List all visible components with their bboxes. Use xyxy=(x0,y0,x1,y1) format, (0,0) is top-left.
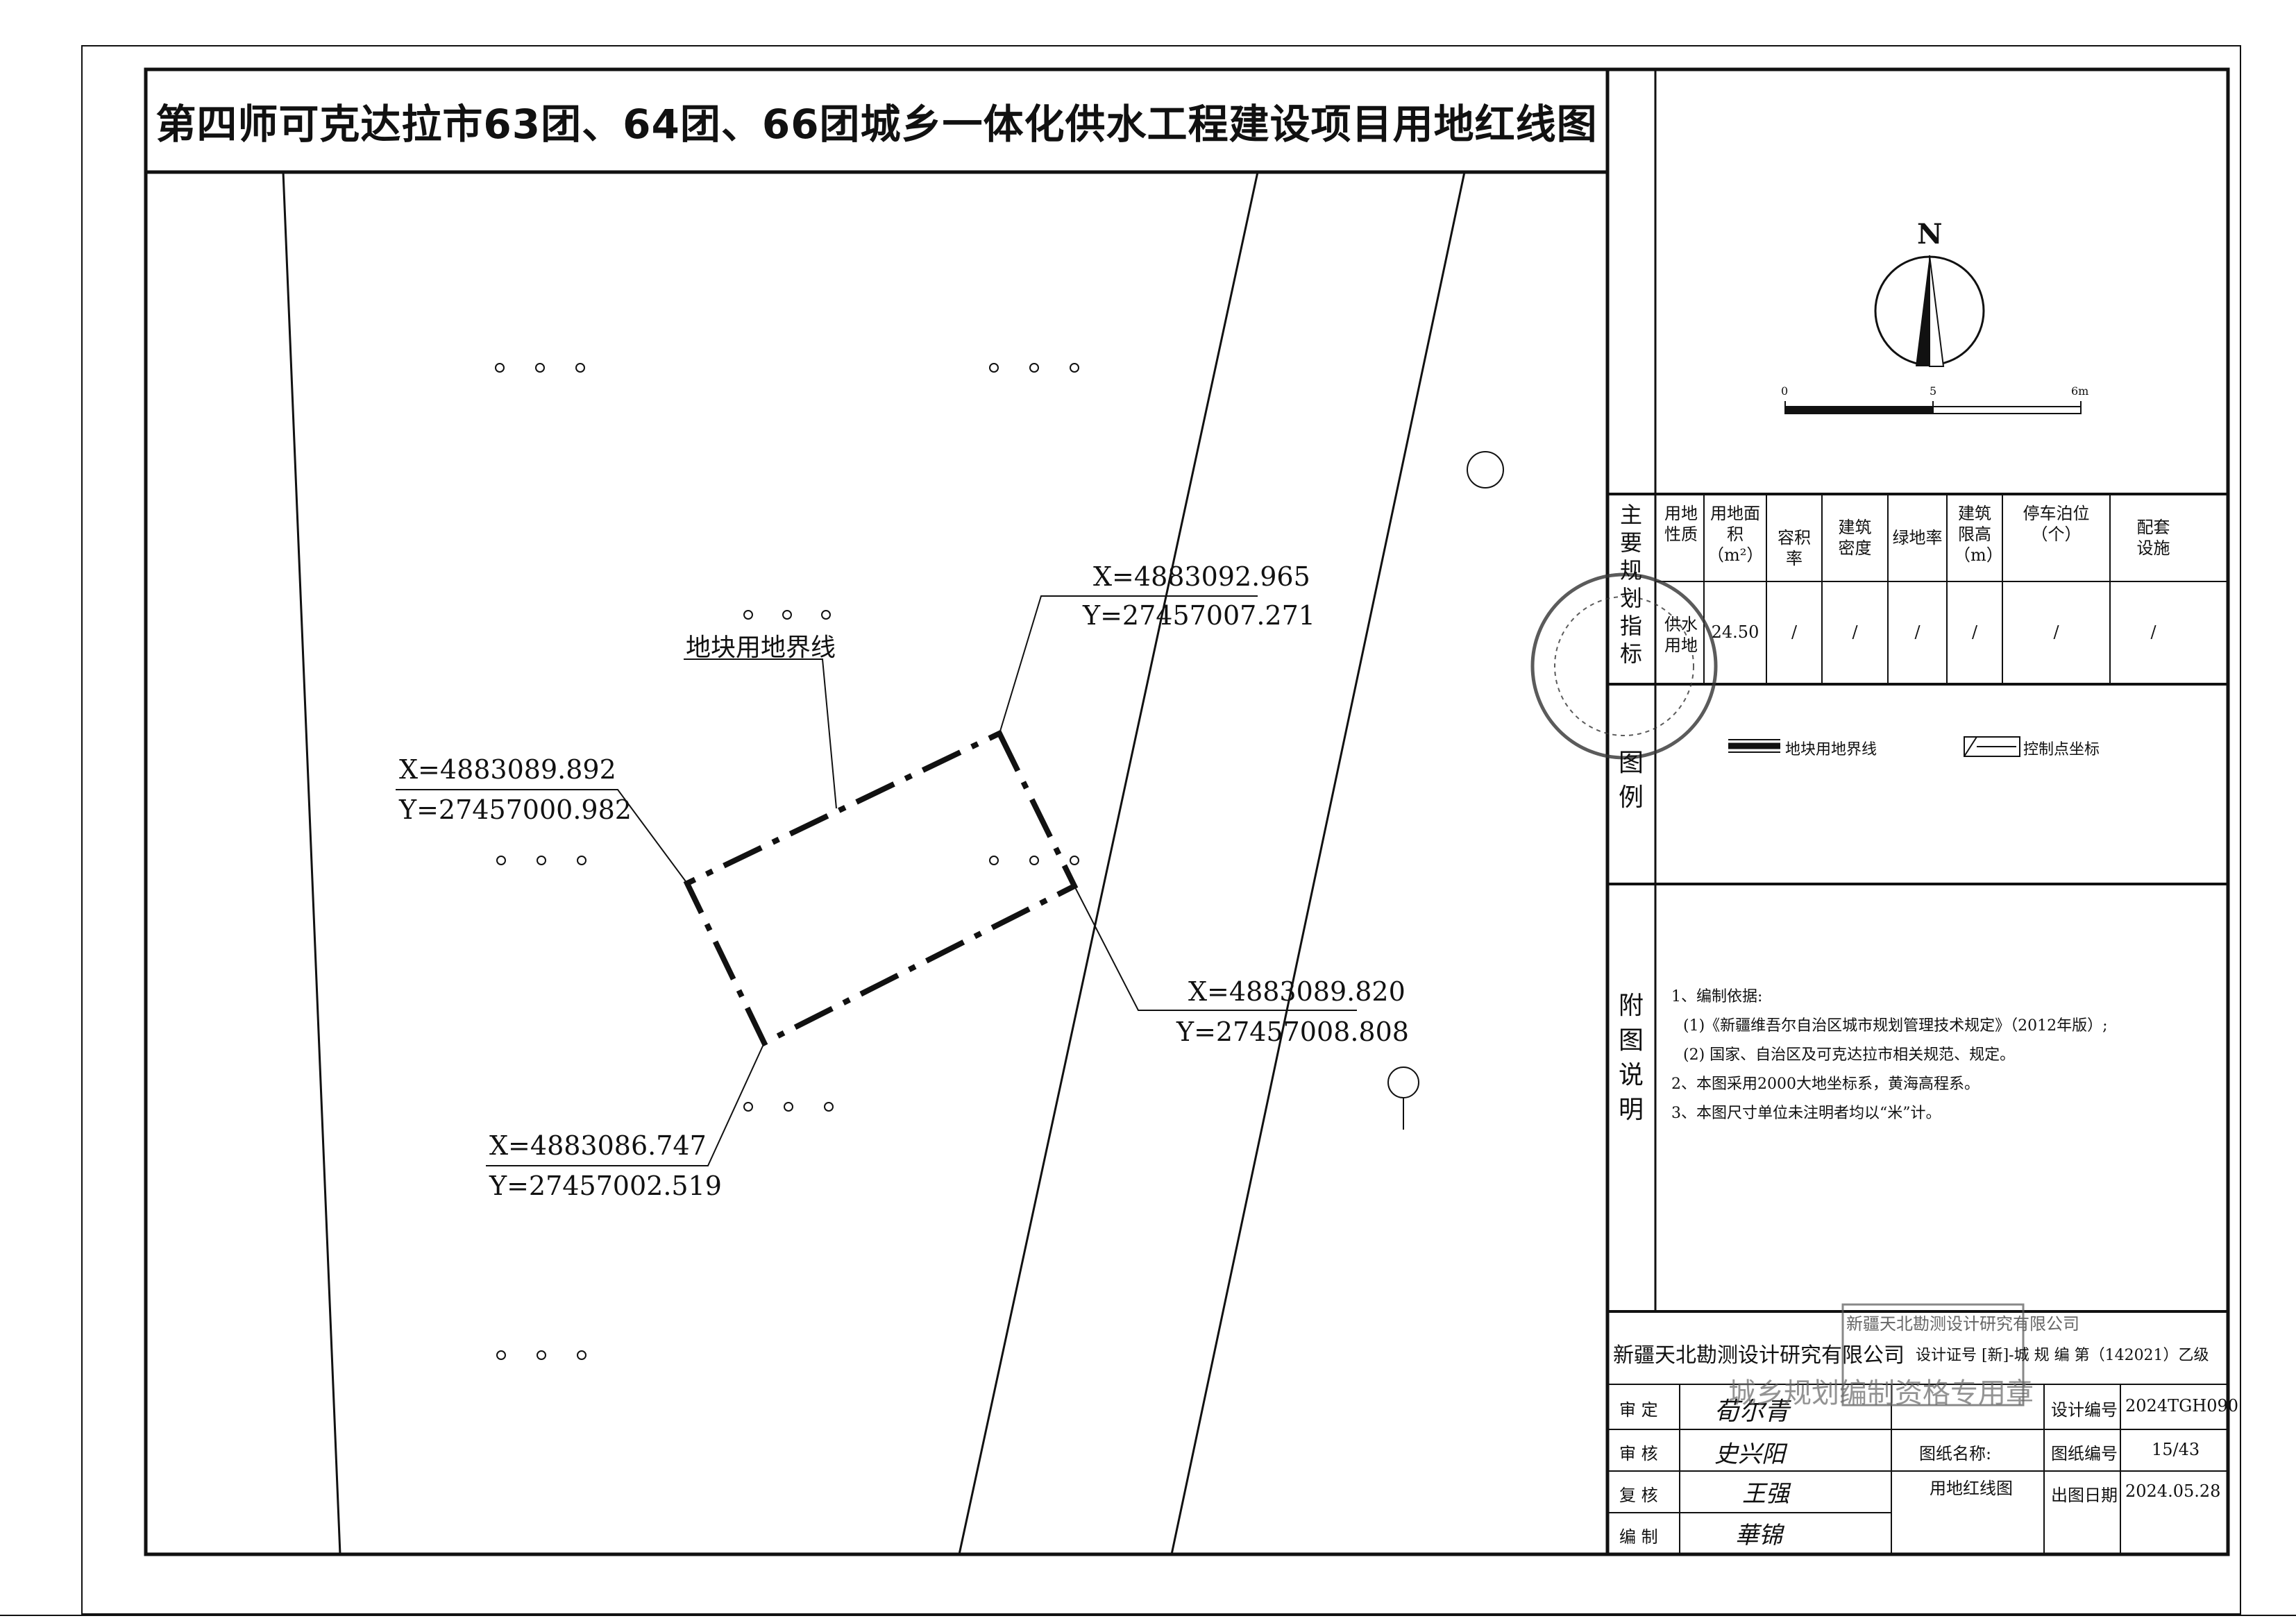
hdr-facilities: 配套设施 xyxy=(2136,518,2170,558)
val-land-use: 供水用地 xyxy=(1664,615,1698,655)
rect-stamp xyxy=(1841,1303,2025,1407)
sheet-no-label: 图纸编号 xyxy=(2051,1444,2118,1463)
plan-stamp-text: 城乡规划编制资格专用章 xyxy=(1728,1377,2034,1409)
note-line-1: 1、编制依据: xyxy=(1671,988,1763,1005)
design-no: 2024TGH090 xyxy=(2125,1396,2238,1416)
coord-se-y: Y=27457008.808 xyxy=(1176,1017,1409,1047)
date-label: 出图日期 xyxy=(2051,1486,2118,1505)
indicators-side-label: 主要规划指标 xyxy=(1619,502,1642,667)
hdr-height-limit: 建筑限高（m） xyxy=(1954,504,2003,565)
outer-frame xyxy=(81,45,2241,1615)
val-building-density: / xyxy=(1852,622,1858,642)
val-green-ratio: / xyxy=(1914,622,1921,642)
val-far: / xyxy=(1791,622,1798,642)
coord-se-x: X=4883089.820 xyxy=(1188,976,1406,1007)
row-approve: 审 定 xyxy=(1619,1400,1658,1420)
grass-symbols xyxy=(495,363,1079,1360)
legend-control-point-symbol xyxy=(1964,736,2020,757)
road-edge-right xyxy=(1170,171,1466,1555)
design-cert: 设计证号 [新]-城 规 编 第（142021）乙级 xyxy=(1916,1347,2209,1364)
legend-side-label: 图例 xyxy=(1619,749,1644,812)
signature-approve: 荀尔青 xyxy=(1714,1397,1790,1426)
north-arrow xyxy=(1874,255,1985,367)
hdr-parking: 停车泊位（个） xyxy=(2023,504,2090,544)
val-facilities: / xyxy=(2150,622,2156,642)
scale-label-5: 5 xyxy=(1930,384,1937,398)
survey-marker-2 xyxy=(1387,1067,1419,1098)
val-land-area: 24.50 xyxy=(1711,622,1759,642)
hdr-land-area: 用地面积（m²） xyxy=(1707,504,1764,565)
signature-check: 王强 xyxy=(1742,1480,1789,1508)
scale-label-6m: 6m xyxy=(2071,384,2089,398)
drawing-name: 用地红线图 xyxy=(1930,1479,2013,1498)
hdr-green-ratio: 绿地率 xyxy=(1892,528,1943,547)
drawing-name-label: 图纸名称: xyxy=(1919,1444,1992,1463)
signature-review: 史兴阳 xyxy=(1714,1441,1785,1468)
note-line-5: 3、本图尺寸单位未注明者均以“米”计。 xyxy=(1671,1105,1941,1122)
note-line-3: (2) 国家、自治区及可克达拉市相关规范、规定。 xyxy=(1683,1046,2016,1064)
leader-boundary-label xyxy=(684,658,837,809)
survey-marker-1 xyxy=(1467,451,1504,488)
coord-nw-y: Y=27457000.982 xyxy=(399,794,632,825)
boundary-label: 地块用地界线 xyxy=(686,634,836,662)
round-seal xyxy=(1530,572,1718,760)
sheet-no: 15/43 xyxy=(2152,1440,2200,1459)
main-frame xyxy=(144,67,2230,1556)
hdr-land-use: 用地性质 xyxy=(1664,504,1698,544)
road-edge-middle xyxy=(958,171,1259,1555)
legend-boundary-symbol xyxy=(1728,739,1780,753)
hdr-building-density: 建筑密度 xyxy=(1838,518,1872,558)
road-edge-left xyxy=(282,171,341,1555)
scale-bar xyxy=(1784,401,2082,414)
coord-sw-x: X=4883086.747 xyxy=(489,1130,707,1161)
val-parking: / xyxy=(2053,622,2059,642)
north-letter: N xyxy=(1917,218,1943,250)
legend-item-boundary: 地块用地界线 xyxy=(1785,741,1877,758)
company-stamp-text: 新疆天北勘测设计研究有限公司 xyxy=(1846,1314,2079,1334)
company-name: 新疆天北勘测设计研究有限公司 xyxy=(1613,1343,1905,1368)
val-height-limit: / xyxy=(1971,622,1978,642)
legend-item-control-point: 控制点坐标 xyxy=(2023,741,2100,758)
coord-nw-x: X=4883089.892 xyxy=(399,754,616,785)
coord-sw-y: Y=27457002.519 xyxy=(489,1171,722,1201)
hdr-far: 容积率 xyxy=(1778,528,1811,568)
row-prepare: 编 制 xyxy=(1619,1527,1658,1547)
note-line-4: 2、本图采用2000大地坐标系，黄海高程系。 xyxy=(1671,1076,1980,1093)
notes-side-label: 附图说明 xyxy=(1619,992,1644,1124)
page-title: 第四师可克达拉市63团、64团、66团城乡一体化供水工程建设项目用地红线图 xyxy=(155,101,1598,148)
issue-date: 2024.05.28 xyxy=(2125,1481,2221,1501)
signature-prepare: 華锦 xyxy=(1735,1522,1782,1549)
scale-label-0: 0 xyxy=(1781,384,1789,398)
row-review: 审 核 xyxy=(1619,1444,1658,1463)
row-check: 复 核 xyxy=(1619,1486,1658,1505)
coord-ne-y: Y=27457007.271 xyxy=(1083,600,1315,631)
parcel-boundary xyxy=(683,729,1079,1047)
note-line-2: (1)《新疆维吾尔自治区城市规划管理技术规定》（2012年版）; xyxy=(1683,1017,2108,1035)
coord-ne-x: X=4883092.965 xyxy=(1093,561,1310,592)
design-no-label: 设计编号 xyxy=(2051,1400,2118,1420)
